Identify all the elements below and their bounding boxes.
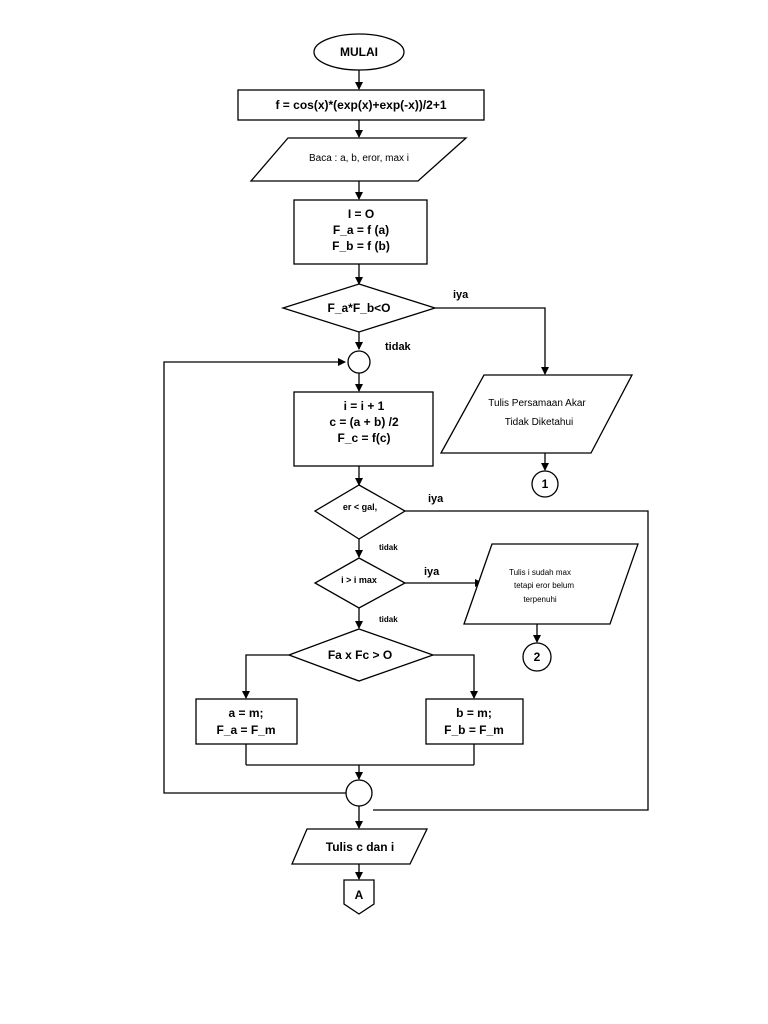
no-root-line-2: Tidak Diketahui [505,417,574,428]
offpage-connector-a-text: A [355,888,364,902]
iterate-line-1: i = i + 1 [344,399,385,413]
product-check-decision [287,628,435,682]
function-text: f = cos(x)*(exp(x)+exp(-x))/2+1 [275,98,446,112]
flow-lines [163,70,649,880]
error-check-text: er < gal, [343,502,377,512]
iterate-process-box [293,391,434,467]
yes-label-sign: iya [453,289,469,301]
update-a-process-box [195,698,298,745]
no-label-sign: tidak [385,341,412,353]
max-reached-line-2: tetapi eror belum [514,581,574,590]
connector-2 [522,642,552,672]
no-root-line-1: Tulis Persamaan Akar [488,398,586,409]
connector-1 [531,470,559,498]
result-output-parallelogram [291,828,429,865]
yes-label-error: iya [428,493,444,505]
no-root-output-parallelogram [439,374,634,454]
loop-junction-top [347,350,371,374]
no-label-max: tidak [379,615,398,624]
init-line-1: I = O [348,207,374,221]
init-line-3: F_b = f (b) [332,239,390,253]
error-check-decision [313,484,407,540]
update-b-line-2: F_b = F_m [444,723,504,737]
update-b-process-box [425,698,524,745]
connector-2-text: 2 [534,650,541,664]
yes-label-max: iya [424,566,440,578]
offpage-connector-a [343,879,375,915]
update-b-line-1: b = m; [456,706,492,720]
loop-junction-bottom [345,779,373,807]
function-process-box [237,89,485,121]
no-label-error: tidak [379,543,398,552]
init-line-2: F_a = f (a) [333,223,389,237]
input-parallelogram [249,137,468,182]
iterate-line-3: F_c = f(c) [337,431,390,445]
update-a-line-1: a = m; [228,706,263,720]
start-terminator [313,33,405,71]
product-check-text: Fa x Fc > O [328,648,392,662]
sign-check-decision [280,283,438,333]
connector-1-text: 1 [542,477,549,491]
input-text: Baca : a, b, eror, max i [309,153,409,164]
max-check-decision [313,557,407,609]
init-process-box [293,199,428,265]
iterate-line-2: c = (a + b) /2 [329,415,399,429]
update-a-line-2: F_a = F_m [216,723,275,737]
sign-check-text: F_a*F_b<O [327,301,390,315]
max-reached-output-parallelogram [463,543,639,625]
max-check-text: i > i max [341,575,377,585]
max-reached-line-3: terpenuhi [523,595,557,604]
max-reached-line-1: Tulis i sudah max [509,568,571,577]
result-text: Tulis c dan i [326,840,394,854]
start-text: MULAI [340,45,378,59]
